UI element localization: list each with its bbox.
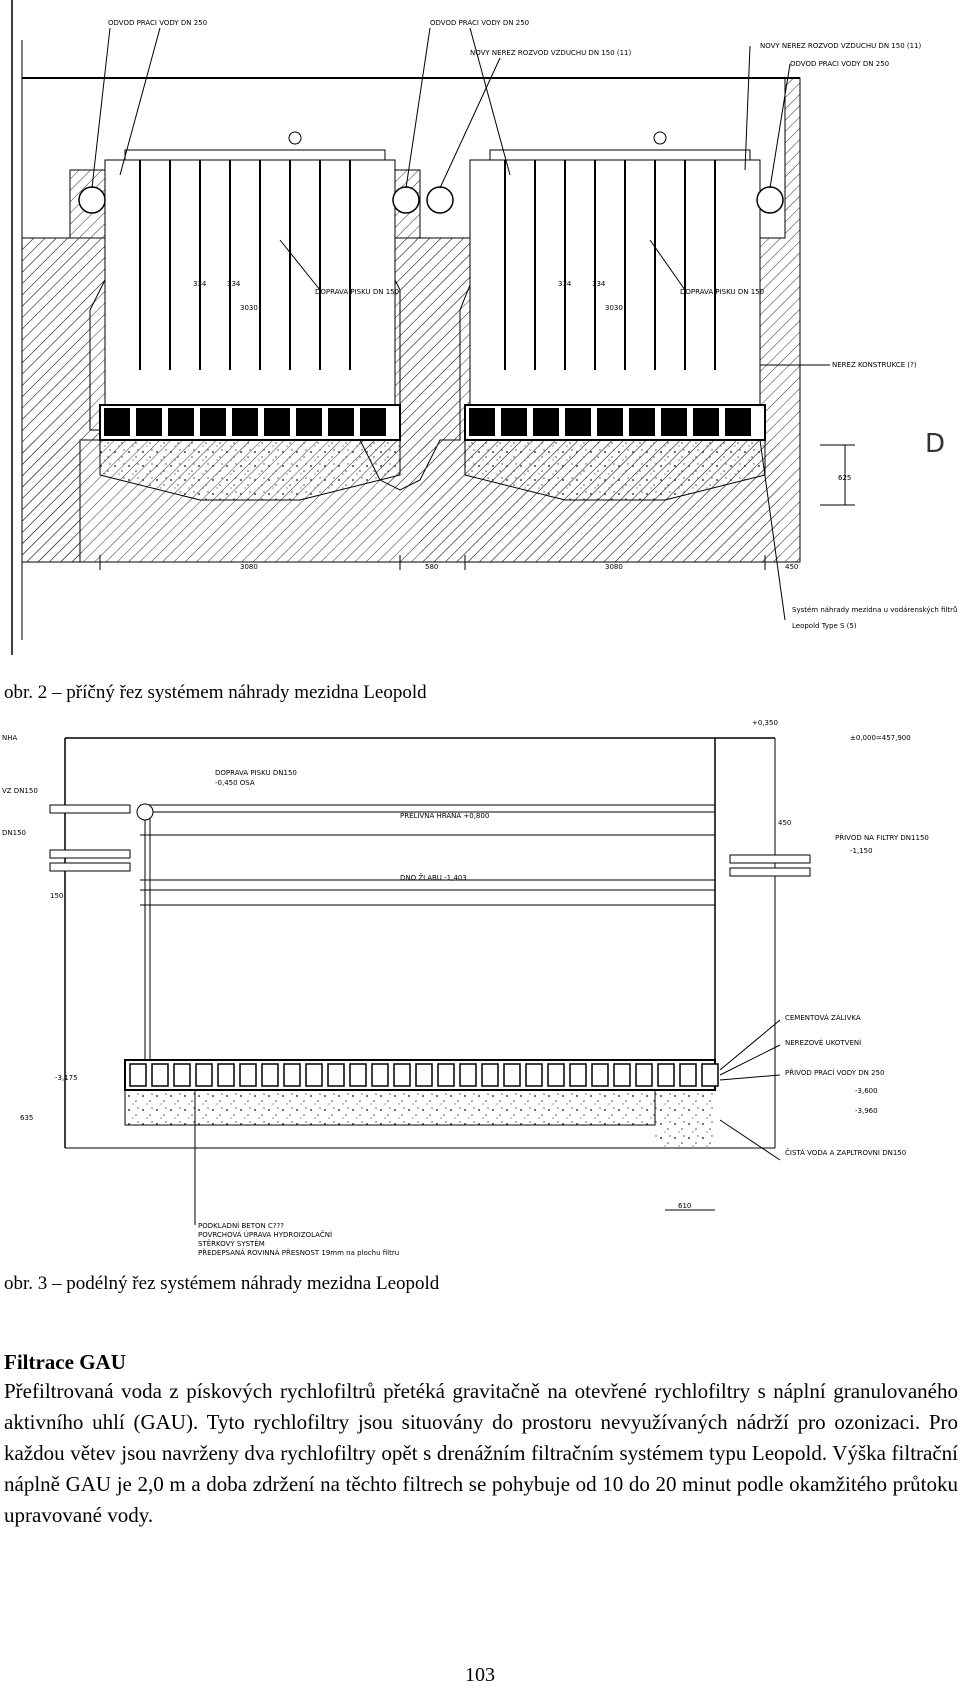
body-paragraph: Přefiltrovaná voda z pískových rychlofil… bbox=[4, 1379, 958, 1527]
figure-3-caption: obr. 3 – podélný řez systémem náhrady me… bbox=[4, 1273, 440, 1294]
fig1-label: Systém náhrady mezidna u vodárenských fi… bbox=[792, 606, 960, 614]
fig1-dimension: 3030 bbox=[240, 304, 258, 312]
drain-block bbox=[305, 1063, 323, 1087]
drain-block bbox=[459, 1063, 477, 1087]
fig2-label: 450 bbox=[778, 819, 791, 827]
fig1-letter-d: D bbox=[925, 429, 945, 459]
fig2-label: NHA bbox=[2, 734, 18, 742]
fig2-label: PŘIVOD PRACÍ VODY DN 250 bbox=[785, 1068, 884, 1077]
fig1-label: NOVY NEREZ ROZVOD VZDUCHU DN 150 (11) bbox=[760, 42, 922, 50]
drain-block bbox=[173, 1063, 191, 1087]
fig2-label: ČISTÁ VODA A ZAPLTROVNI DN150 bbox=[785, 1148, 906, 1157]
drain-block bbox=[569, 1063, 587, 1087]
fig1-dimension: 580 bbox=[425, 563, 438, 571]
fig2-label: CEMENTOVÁ ZÁLIVKA bbox=[785, 1013, 861, 1022]
fig1-dimension: 3080 bbox=[240, 563, 258, 571]
fig2-label: -3,175 bbox=[55, 1074, 78, 1082]
drain-block bbox=[679, 1063, 697, 1087]
fig2-label: -1,150 bbox=[850, 847, 873, 855]
drain-block bbox=[393, 1063, 411, 1087]
longitudinal-section-drawing: +0,350 ±0,000=457,900 DOPRAVA PISKU DN15… bbox=[2, 719, 929, 1257]
fig1-label: NOVY NEREZ ROZVOD VZDUCHU DN 150 (11) bbox=[470, 49, 632, 57]
fig1-label: DOPRAVA PISKU DN 150 bbox=[680, 288, 764, 296]
fig1-label: ODVOD PRACI VODY DN 250 bbox=[430, 19, 529, 27]
section-heading: Filtrace GAU bbox=[4, 1350, 126, 1374]
fig2-label: PŘIVOD NA FILTRY DN1150 bbox=[835, 833, 929, 842]
drain-block bbox=[437, 1063, 455, 1087]
figure-2-caption: obr. 2 – příčný řez systémem náhrady mez… bbox=[4, 682, 427, 703]
drain-block bbox=[129, 1063, 147, 1087]
fig1-dimension: 334 bbox=[193, 280, 207, 288]
fig2-label: 610 bbox=[678, 1202, 691, 1210]
drain-block bbox=[591, 1063, 609, 1087]
fig1-dimension: 334 bbox=[227, 280, 241, 288]
fig1-label: Leopold Type S (5) bbox=[792, 622, 857, 630]
fig1-dimension: 450 bbox=[785, 563, 798, 571]
drain-block bbox=[349, 1063, 367, 1087]
drain-block bbox=[701, 1063, 719, 1087]
fig2-label: +0,350 bbox=[752, 719, 778, 727]
fig2-label: PŘEDEPSANÁ ROVINNÁ PŘESNOST 19mm na ploc… bbox=[198, 1248, 399, 1257]
fig2-label: ±0,000=457,900 bbox=[850, 734, 911, 742]
drain-block bbox=[415, 1063, 433, 1087]
drain-block bbox=[481, 1063, 499, 1087]
fig2-label: DOPRAVA PISKU DN150 bbox=[215, 769, 297, 777]
cross-section-drawing: ODVOD PRACI VODY DN 250 ODVOD PRACI VODY… bbox=[11, 0, 960, 655]
fig2-label: PŘELIVNA HRANA +0,800 bbox=[400, 811, 489, 820]
fig1-dimension: 334 bbox=[592, 280, 606, 288]
drain-block bbox=[283, 1063, 301, 1087]
drain-block bbox=[261, 1063, 279, 1087]
fig2-label: POVRCHOVÁ ÚPRAVA HYDROIZOLAČNÍ bbox=[198, 1230, 332, 1239]
drain-block bbox=[547, 1063, 565, 1087]
drain-block bbox=[635, 1063, 653, 1087]
drain-block bbox=[525, 1063, 543, 1087]
drain-block bbox=[239, 1063, 257, 1087]
fig1-label: ODVOD PRACI VODY DN 250 bbox=[790, 60, 889, 68]
fig2-label: -3,600 bbox=[855, 1087, 878, 1095]
fig2-label: 150 bbox=[50, 892, 63, 900]
fig2-label: NEREZOVÉ UKOTVENÍ bbox=[785, 1038, 861, 1047]
fig1-label: ODVOD PRACI VODY DN 250 bbox=[108, 19, 207, 27]
drain-block bbox=[327, 1063, 345, 1087]
fig1-label: NEREZ KONSTRUKCE (?) bbox=[832, 361, 917, 369]
drain-block bbox=[195, 1063, 213, 1087]
fig2-label: VZ DN150 bbox=[2, 787, 38, 795]
fig2-label: 635 bbox=[20, 1114, 33, 1122]
drain-block bbox=[371, 1063, 389, 1087]
fig1-label: DOPRAVA PISKU DN 150 bbox=[315, 288, 399, 296]
fig1-dimension: 334 bbox=[558, 280, 572, 288]
drain-block bbox=[613, 1063, 631, 1087]
drain-block bbox=[217, 1063, 235, 1087]
fig1-dimension: 3080 bbox=[605, 563, 623, 571]
fig2-label: STĚRKOVÝ SYSTÉM bbox=[198, 1239, 265, 1248]
fig2-label: DNO ŽLABU -1,403 bbox=[400, 873, 467, 882]
fig1-dimension: 625 bbox=[838, 474, 851, 482]
fig2-label: -3,960 bbox=[855, 1107, 878, 1115]
fig2-label: -0,450 OSA bbox=[215, 779, 255, 787]
fig2-label: DN150 bbox=[2, 829, 26, 837]
drain-block bbox=[657, 1063, 675, 1087]
drain-block bbox=[151, 1063, 169, 1087]
fig1-dimension: 3030 bbox=[605, 304, 623, 312]
fig2-label: PODKLADNÍ BETON C??? bbox=[198, 1221, 284, 1230]
page-number: 103 bbox=[465, 1664, 495, 1686]
drain-block bbox=[503, 1063, 521, 1087]
